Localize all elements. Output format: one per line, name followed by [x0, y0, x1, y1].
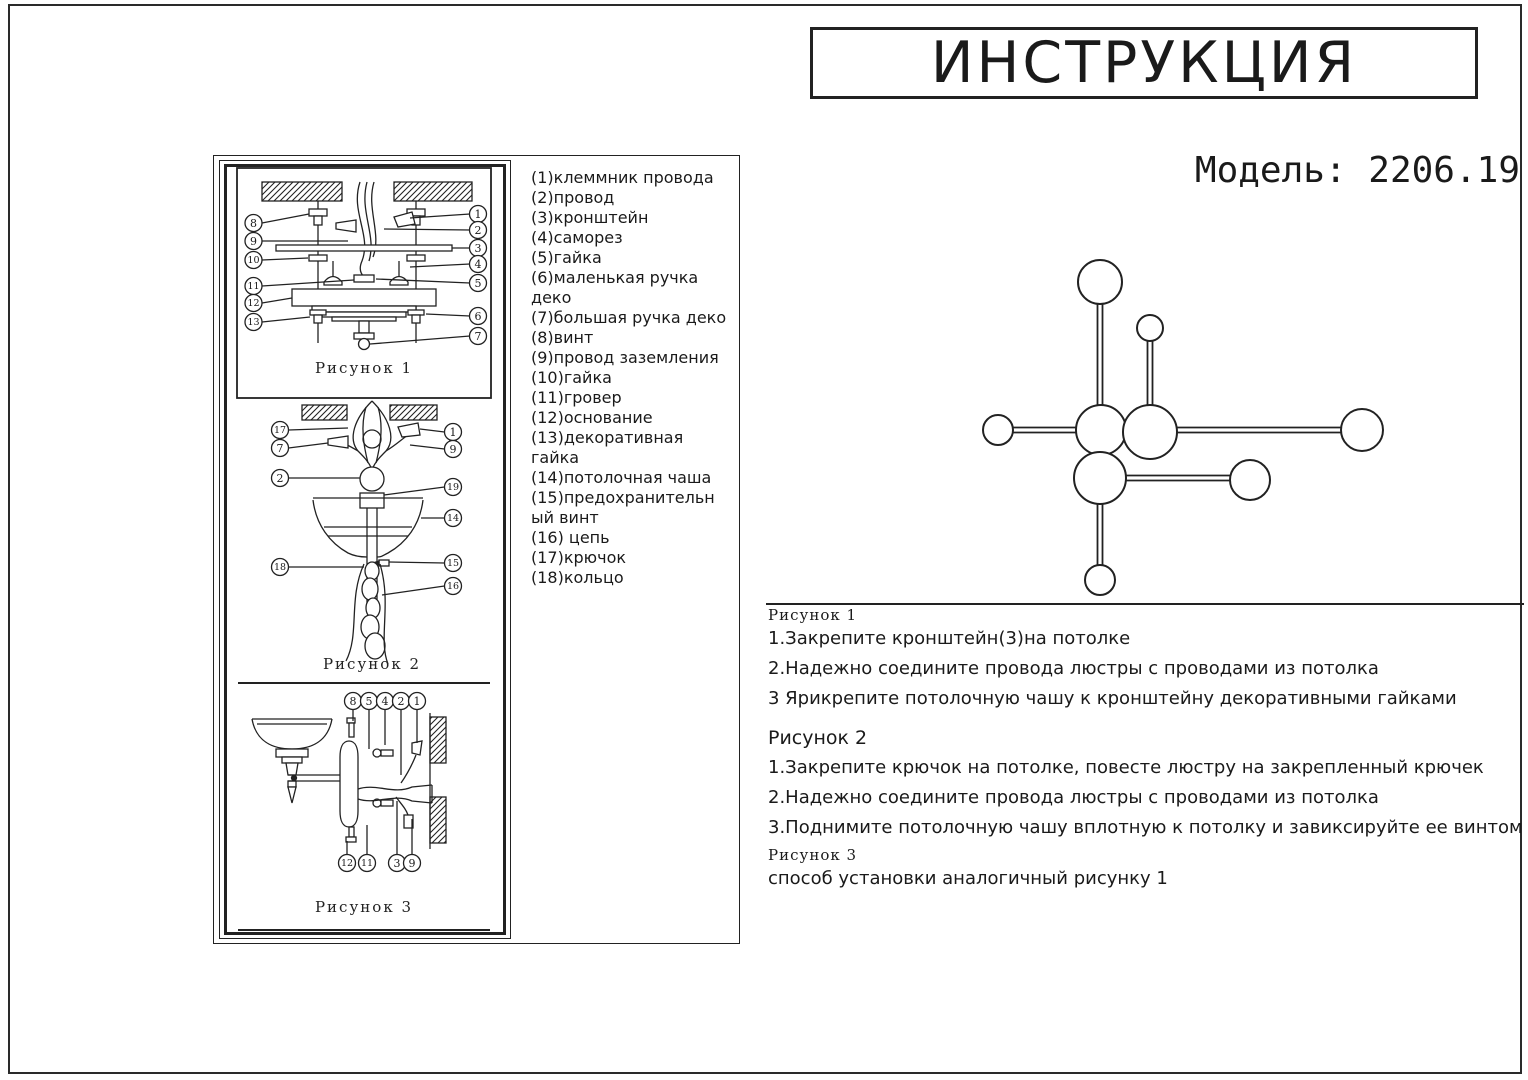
instruction-step: 2.Надежно соедините провода люстры с про… [768, 658, 1379, 679]
callout-number: 3 [394, 857, 401, 870]
callout-number: 11 [361, 858, 373, 869]
callout-number: 9 [409, 857, 416, 870]
section-1-steps: 1.Закрепите кронштейн(3)на потолке 2.Над… [768, 624, 1457, 714]
callout-number: 18 [274, 562, 286, 573]
wall-hatch-bottom [429, 796, 447, 844]
figure-1-drawing: 8 9 10 11 12 13 1 2 3 4 5 6 7 Рисунок 1 [236, 167, 492, 399]
figure-2-callouts: 17 7 2 18 1 9 19 14 15 16 [270, 420, 463, 596]
callout-number: 8 [350, 695, 357, 708]
callout-number: 2 [277, 472, 284, 485]
callout-number: 4 [382, 695, 389, 708]
parts-list-item: (17)крючок [531, 548, 627, 567]
callout-number: 6 [475, 310, 482, 323]
callout-number: 13 [247, 317, 259, 328]
section-3-steps: способ установки аналогичный рисунку 1 [768, 868, 1168, 889]
lamp-center-body [1075, 404, 1127, 456]
callout-number: 9 [250, 235, 257, 248]
instruction-step: 2.Надежно соедините провода люстры с про… [768, 787, 1379, 808]
parts-list: (1)клеммник провода (2)провод (3)кронште… [531, 168, 727, 588]
section-2-heading: Рисунок 2 [768, 727, 868, 749]
parts-list-item: (9)провод заземления [531, 348, 719, 367]
callout-number: 12 [247, 298, 259, 309]
instruction-step: 3.Поднимите потолочную чашу вплотную к п… [768, 817, 1523, 838]
parts-list-item: (11)гровер [531, 388, 622, 407]
instruction-title-box: ИНСТРУКЦИЯ [810, 27, 1478, 99]
parts-list-item: (5)гайка [531, 248, 602, 267]
callout-number: 14 [447, 513, 459, 524]
figures-panel-outer-border [219, 160, 511, 939]
instruction-step: 3 Ярикрепите потолочную чашу к кронштейн… [768, 688, 1457, 709]
parts-list-item: (18)кольцо [531, 568, 624, 587]
callout-number: 2 [398, 695, 405, 708]
parts-list-item: (8)винт [531, 328, 594, 347]
lamp-arm-ball [1229, 459, 1271, 501]
instruction-step: способ установки аналогичный рисунку 1 [768, 868, 1168, 889]
callout-number: 7 [277, 442, 284, 455]
callout-number: 2 [475, 224, 482, 237]
page-title: ИНСТРУКЦИЯ [930, 30, 1358, 96]
callout-number: 5 [366, 695, 373, 708]
callout-number: 10 [247, 255, 259, 266]
callout-number: 7 [475, 330, 482, 343]
figure-1-callouts: 8 9 10 11 12 13 1 2 3 4 5 6 7 [244, 204, 488, 346]
lamp-arm-ball [1136, 314, 1164, 342]
callout-number: 9 [450, 443, 457, 456]
callout-number: 8 [250, 217, 257, 230]
parts-list-item: (2)провод [531, 188, 615, 207]
instructions-separator-line [766, 603, 1524, 605]
wall-hatch-top [429, 716, 447, 764]
instruction-step: 1.Закрепите кронштейн(3)на потолке [768, 628, 1131, 649]
lamp-center-body [1122, 404, 1178, 460]
callout-number: 11 [247, 281, 259, 292]
figure-3-drawing: 8 5 4 2 1 12 11 3 9 Рисунок 3 [238, 691, 490, 931]
figure-2-label: Рисунок 2 [323, 655, 421, 673]
callout-number: 1 [475, 208, 482, 221]
figure-1-label: Рисунок 1 [315, 359, 413, 377]
page-border-frame [8, 4, 1522, 1074]
callout-number: 4 [475, 258, 482, 271]
parts-list-item: (1)клеммник провода [531, 168, 714, 187]
callout-number: 17 [274, 425, 286, 436]
callout-number: 15 [447, 558, 459, 569]
parts-list-item: (3)кронштейн [531, 208, 649, 227]
instruction-step: 1.Закрепите крючок на потолке, повесте л… [768, 757, 1484, 778]
section-2-steps: 1.Закрепите крючок на потолке, повесте л… [768, 753, 1523, 843]
parts-list-item: (16) цепь [531, 528, 610, 547]
parts-list-item: (7)большая ручка деко [531, 308, 727, 327]
callout-number: 1 [414, 695, 421, 708]
parts-list-item: (14)потолочная чаша [531, 468, 712, 487]
lamp-arm-ball [1084, 564, 1116, 596]
figure-3-label: Рисунок 3 [315, 898, 413, 916]
callout-number: 1 [450, 426, 457, 439]
callout-number: 12 [341, 858, 353, 869]
parts-list-item: (15)предохранительный винт [531, 488, 715, 527]
callout-number: 3 [475, 242, 482, 255]
parts-list-item: (4)саморез [531, 228, 623, 247]
lamp-center-body [1073, 451, 1127, 505]
model-number: Модель: 2206.19 [1194, 150, 1520, 191]
ceiling-hatch-right [393, 181, 473, 202]
ceiling-hatch-left [301, 404, 348, 421]
parts-list-item: (12)основание [531, 408, 653, 427]
callout-number: 16 [447, 581, 459, 592]
chandelier-schematic [982, 259, 1384, 596]
lamp-arm-ball [1077, 259, 1123, 305]
lamp-arm-ball [982, 414, 1014, 446]
figure-2-drawing: 17 7 2 18 1 9 19 14 15 16 Рисунок 2 [238, 400, 490, 684]
parts-list-item: (10)гайка [531, 368, 612, 387]
ceiling-hatch-right [389, 404, 438, 421]
figures-and-parts-box [213, 155, 740, 944]
section-1-heading: Рисунок 1 [768, 606, 858, 624]
ceiling-hatch-left [261, 181, 343, 202]
figure-3-callouts: 8 5 4 2 1 12 11 3 9 [337, 691, 427, 873]
lamp-arm-ball [1340, 408, 1384, 452]
callout-number: 19 [447, 482, 459, 493]
parts-list-item: (6)маленькая ручка деко [531, 268, 699, 307]
figures-panel-inner-border [224, 164, 506, 935]
callout-number: 5 [475, 277, 482, 290]
section-3-heading: Рисунок 3 [768, 846, 858, 864]
parts-list-item: (13)декоративная гайка [531, 428, 684, 467]
